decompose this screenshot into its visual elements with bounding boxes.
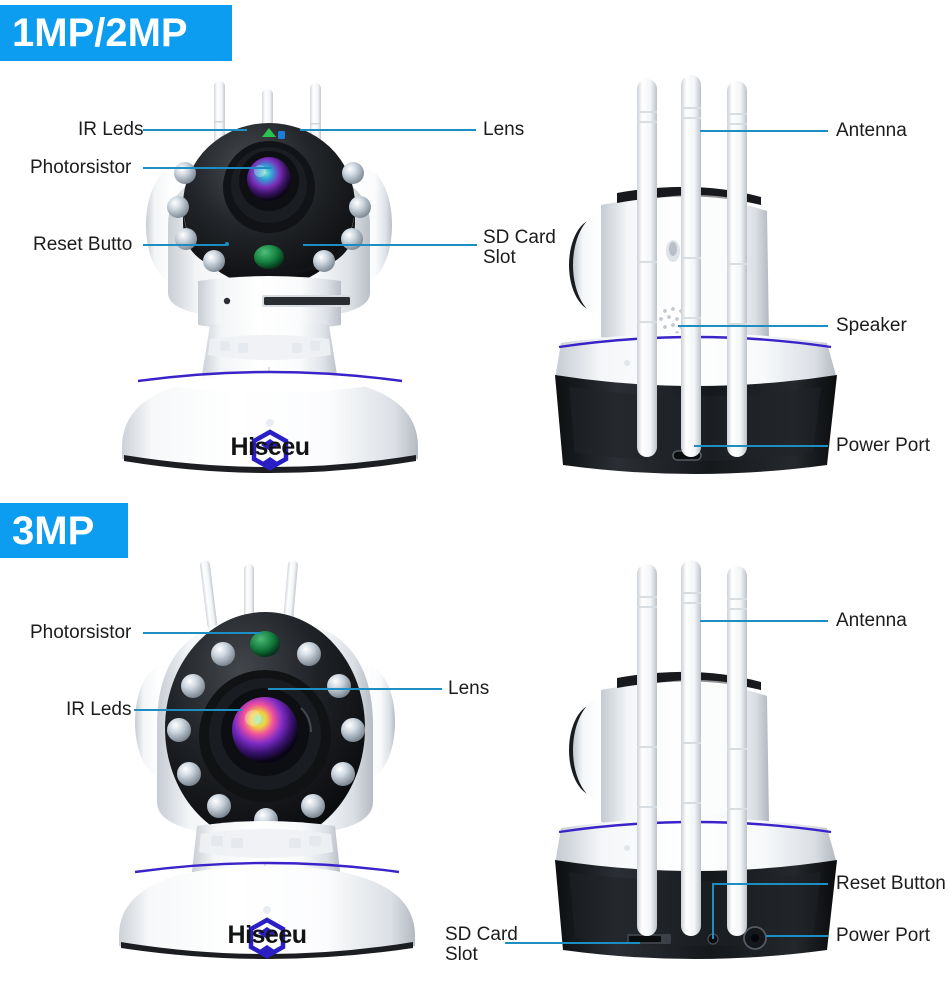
- svg-text:Hiseeu: Hiseeu: [231, 433, 310, 461]
- svg-text:Hiseeu: Hiseeu: [228, 921, 307, 949]
- callout-label-power-port-1: Power Port: [836, 435, 930, 456]
- leader-dot-reset-butto-1: [225, 242, 229, 246]
- callout-label-sd-card-slot-1: SD Card Slot: [483, 228, 573, 268]
- brand-logo: Hiseeu: [228, 917, 307, 959]
- base-accent-ring: [137, 370, 403, 383]
- reset-pinhole: [223, 297, 231, 305]
- leader-line-ir-leds-2: [134, 709, 242, 711]
- callout-label-power-port-2: Power Port: [836, 925, 930, 946]
- antenna-group: [637, 75, 747, 457]
- photoresistor-sensor: [250, 631, 280, 657]
- callout-label-ir-leds-1: IR Leds: [78, 119, 144, 140]
- section-badge-3mp: 3MP: [0, 503, 128, 558]
- callout-label-antenna-2: Antenna: [836, 610, 907, 631]
- callout-label-photorsistor-2: Photorsistor: [30, 622, 132, 643]
- leader-line-speaker-1: [678, 325, 828, 327]
- sd-card-line-1: SD Card: [483, 227, 556, 248]
- lens-glass: [232, 697, 298, 763]
- leader-line-reset-button-2: [713, 883, 828, 885]
- section-badge-1mp2mp: 1MP/2MP: [0, 5, 232, 61]
- leader-line-lens-1: [300, 129, 476, 131]
- leader-line-reset-button-2-vertical: [712, 883, 714, 939]
- base-accent-ring: [134, 861, 400, 874]
- callout-label-reset-butto-1: Reset Butto: [33, 234, 133, 255]
- camera-rear-view-1mp2mp: [555, 75, 855, 485]
- leader-line-power-port-1: [694, 445, 828, 447]
- sd-card-line-2: Slot: [483, 247, 516, 268]
- leader-line-sd-card-slot-2: [505, 942, 640, 944]
- antenna-group: [637, 560, 747, 936]
- leader-line-ir-leds-1: [143, 129, 247, 131]
- leader-line-sd-card-slot-1: [303, 244, 477, 246]
- camera-front-view-1mp2mp: Hiseeu: [110, 75, 430, 485]
- leader-line-antenna-2: [700, 620, 828, 622]
- callout-label-antenna-1: Antenna: [836, 120, 907, 141]
- leader-line-antenna-1: [700, 130, 828, 132]
- callout-label-lens-1: Lens: [483, 119, 525, 140]
- callout-label-photorsistor-1: Photorsistor: [30, 157, 132, 178]
- callout-label-speaker-1: Speaker: [836, 315, 907, 336]
- sd-card-line-2: Slot: [445, 944, 478, 965]
- sd-card-slot: [264, 297, 350, 305]
- callout-label-sd-card-slot-2: SD Card Slot: [445, 925, 535, 965]
- callout-label-lens-2: Lens: [448, 678, 490, 699]
- camera-front-view-3mp: Hiseeu: [105, 558, 435, 970]
- photoresistor-sensor: [254, 245, 284, 269]
- leader-line-power-port-2: [766, 935, 828, 937]
- callout-label-reset-button-2: Reset Button: [836, 873, 946, 894]
- brand-logo: Hiseeu: [231, 429, 310, 471]
- lens-glass: [247, 157, 291, 201]
- sd-card-line-1: SD Card: [445, 924, 518, 945]
- callout-label-ir-leds-2: IR Leds: [66, 699, 132, 720]
- leader-line-photorsistor-1: [143, 167, 272, 169]
- leader-line-photorsistor-2: [143, 632, 261, 634]
- leader-line-reset-butto-1: [143, 244, 227, 246]
- camera-rear-view-3mp: [555, 558, 855, 970]
- leader-line-lens-2: [268, 688, 442, 690]
